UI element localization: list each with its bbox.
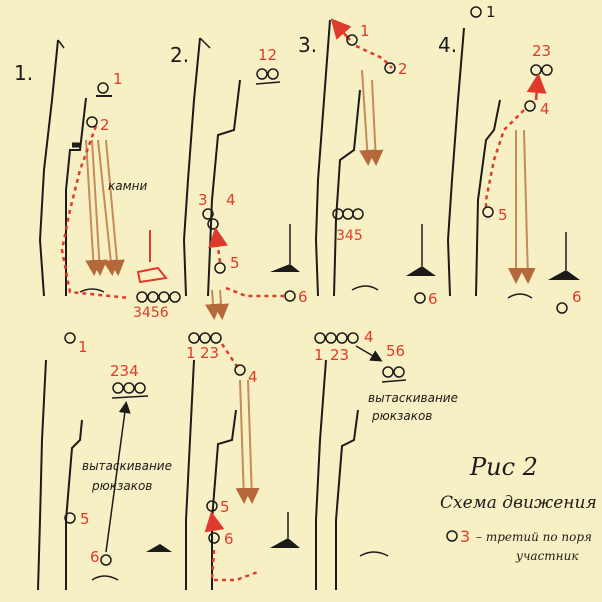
ledge [65,97,87,296]
ledge [65,419,83,590]
rock-wall [446,27,465,297]
climber-number: 1 [186,344,196,362]
climber-number: 1 [113,70,123,88]
climber-number: 345 [336,228,363,244]
panel-1-label: 1. [14,61,33,85]
panel-4-label: 4. [438,33,457,57]
climber-number: 3456 [133,305,169,321]
climber-number: 12 [258,46,277,64]
figure-title: Рис 2 [469,453,538,481]
falling-stone-arrows [85,139,125,276]
pulling-note: рюкзаков [91,479,152,493]
panel-3-label: 3. [298,33,317,57]
pulling-note: вытаскивание [82,459,172,473]
stones-note: камни [108,179,148,193]
panel-5: 1 234 вытаскивание рюкзаков 5 6 [37,332,172,591]
pulling-note: вытаскивание [368,391,458,405]
panel-3: 3. 1 2 345 6 [298,18,438,308]
climber-number: 5 [498,206,508,224]
rock-wall [185,359,195,590]
climber-number: 23 [330,346,349,364]
climber-number: 4 [248,368,258,386]
rock-wall [314,19,331,297]
climber-number: 6 [572,288,582,306]
climber-number: 2 [398,60,408,78]
climber-number: 2 [100,116,110,134]
pitch-marker [136,230,168,284]
route-line [210,549,259,582]
climber-number: 1 [360,22,370,40]
climber-number: 4 [226,191,236,209]
route-line [220,343,240,369]
climber-number: 6 [428,290,438,308]
panel-2: 2. 12 3 4 5 6 [170,37,308,320]
climber-number: 23 [532,42,551,60]
climber-number: 4 [364,328,374,346]
route-line [208,227,228,263]
climber-number: 1 [78,338,88,356]
legend-number: 3 [460,527,470,546]
ledge [335,409,359,590]
rock-wall [315,359,327,590]
climber-number: 6 [224,530,234,548]
route-line [484,109,525,210]
climber-group [136,291,181,303]
rock-wall [182,37,201,297]
panel-1: 1. 1 2 камни 3456 [14,39,181,321]
climber-number: 6 [298,288,308,306]
ledge [333,89,361,297]
figure-caption: Рис 2 Схема движения 3 – третий по поря … [440,453,597,563]
ledge [475,99,501,297]
route-line [526,73,547,101]
rock-wall [37,359,47,591]
panel-4: 4. 1 23 4 5 6 [438,3,582,314]
route-line [355,44,393,69]
route-line [204,511,225,533]
legend-marker [446,530,458,542]
climber-number: 5 [230,254,240,272]
legend-text: участник [515,549,579,563]
climber-number: 234 [110,362,139,380]
climber-number: 5 [220,498,230,516]
climber-number: 1 [314,346,324,364]
rock-wall [38,39,59,297]
panel-7: 4 1 23 56 вытаскивание рюкзаков [314,328,458,590]
climber-number: 4 [540,100,550,118]
climber-number: 23 [200,344,219,362]
climber-number: 56 [386,342,405,360]
pulling-note: рюкзаков [371,409,432,423]
climber-number: 5 [80,510,90,528]
legend-text: – третий по поря [476,530,592,544]
svg-text:1: 1 [486,3,496,21]
route-line [225,286,284,298]
figure-subtitle: Схема движения [440,493,597,513]
panel-6: 1 23 4 5 6 [185,332,300,590]
climber-number: 3 [198,191,208,209]
climber-number: 6 [90,548,100,566]
panel-2-label: 2. [170,43,189,67]
